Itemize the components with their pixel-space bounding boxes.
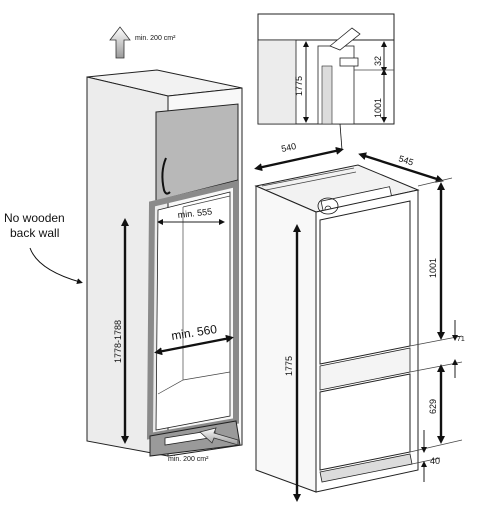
detail-upper-label: 1001	[373, 98, 383, 118]
detail-height-label: 1775	[294, 76, 304, 96]
fridge-depth-dimension	[358, 152, 444, 183]
upper-door-label: 1001	[428, 258, 438, 278]
detail-hinge-icon	[329, 27, 361, 51]
fridge-upper-door	[319, 200, 411, 365]
detail-gap-label: 32	[373, 56, 383, 66]
vent-bottom-label: min. 200 cm²	[168, 456, 209, 463]
note-label-line-1: No wooden	[4, 211, 65, 225]
cabinet-group	[29, 26, 243, 457]
niche-floor-edge	[157, 379, 184, 395]
cabinet-depth-label: min. 555	[177, 206, 212, 220]
fridge-group	[254, 146, 463, 502]
fridge-side	[255, 185, 317, 493]
gap-label: 71	[457, 336, 465, 343]
cabinet-width-dimension	[154, 334, 234, 356]
lower-door-label: 629	[428, 399, 438, 414]
top-vent-arrow-icon	[109, 26, 131, 59]
detail-callout-line	[339, 123, 343, 151]
note-leader-arrow	[29, 247, 83, 285]
detail-inset	[257, 13, 395, 215]
cabinet-height-label: 1778-1788	[113, 320, 123, 363]
cabinet-handle	[161, 157, 171, 195]
note-label-line-2: back wall	[10, 226, 59, 240]
vent-top-label: min. 200 cm²	[135, 35, 176, 42]
ext-line-top	[417, 177, 453, 187]
fridge-width-label: 540	[280, 141, 297, 154]
niche-back-top	[182, 195, 231, 208]
detail-cabinet-wall	[257, 39, 297, 125]
detail-door-edge	[321, 65, 333, 125]
fridge-height-label: 1775	[284, 356, 294, 376]
niche-opening	[155, 191, 231, 431]
foot-label: 40	[430, 456, 440, 466]
niche-back-bottom	[182, 371, 231, 381]
bottom-vent-arrow-icon	[199, 427, 239, 446]
detail-hinge-block	[339, 57, 359, 67]
wall-cabinet-door	[155, 103, 239, 202]
ext-line-low	[409, 439, 463, 453]
fridge-width-dimension	[254, 146, 344, 172]
fridge-depth-label: 545	[397, 153, 414, 167]
detail-callout-circle	[317, 197, 339, 215]
